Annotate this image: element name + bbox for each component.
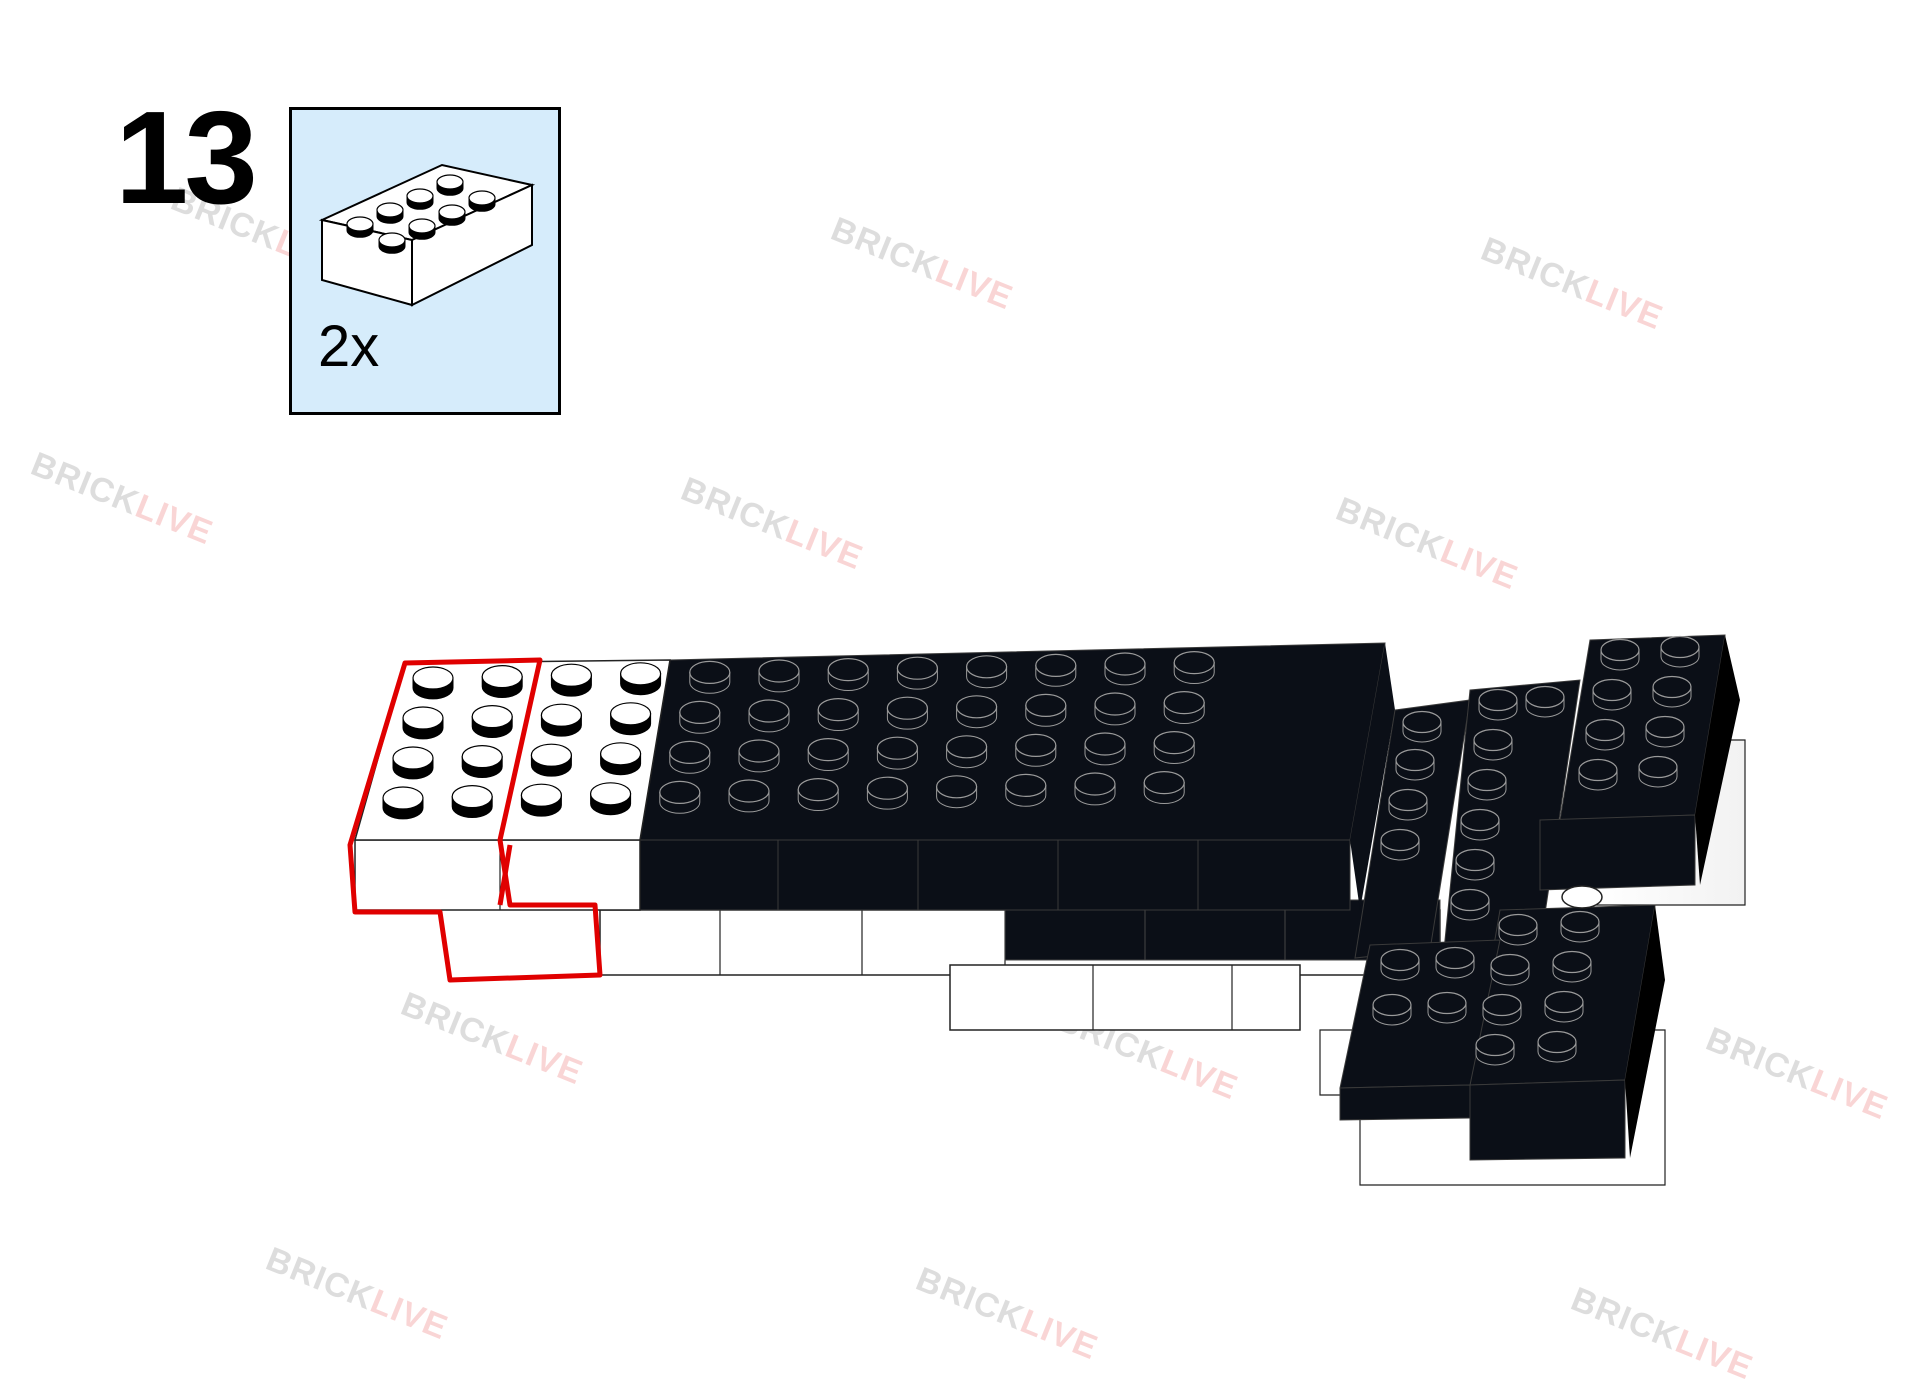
stud-top — [729, 780, 769, 802]
stud-top — [818, 699, 858, 721]
right-brick-cluster — [1340, 635, 1745, 1185]
stud-top — [1085, 733, 1125, 755]
stud-top — [621, 663, 661, 685]
stud-top — [1593, 680, 1631, 701]
stud-top — [601, 743, 641, 765]
stud-top — [551, 664, 591, 686]
stud-top — [1026, 694, 1066, 716]
stud-top — [1451, 890, 1489, 911]
stud-top — [828, 659, 868, 681]
stud-top — [1144, 772, 1184, 794]
stud-top — [541, 704, 581, 726]
stud-top — [1016, 734, 1056, 756]
stud-top — [1174, 652, 1214, 674]
stud-top — [1095, 693, 1135, 715]
stud-top — [1483, 995, 1521, 1016]
stud-top — [1579, 760, 1617, 781]
stud-top — [1476, 1035, 1514, 1056]
stud-top — [1491, 955, 1529, 976]
stud-top — [1553, 952, 1591, 973]
stud-top — [1545, 992, 1583, 1013]
stud-top — [462, 746, 502, 768]
stud-top — [877, 737, 917, 759]
stud-top — [1396, 750, 1434, 771]
stud-top — [897, 657, 937, 679]
stud-top — [937, 776, 977, 798]
stud-top — [1389, 790, 1427, 811]
stud-top — [1499, 915, 1537, 936]
stud-top — [452, 786, 492, 808]
stud-top — [1403, 712, 1441, 733]
stud-top — [759, 660, 799, 682]
stud-top — [1105, 653, 1145, 675]
stud-top — [521, 784, 561, 806]
stud-top — [1601, 640, 1639, 661]
stud-top — [383, 787, 423, 809]
stud-top — [472, 706, 512, 728]
stud-top — [1436, 948, 1474, 969]
stud-top — [798, 779, 838, 801]
stud-top — [690, 661, 730, 683]
stud-top — [1381, 830, 1419, 851]
stud-top — [403, 707, 443, 729]
stud-top — [1154, 732, 1194, 754]
stud-top — [1646, 717, 1684, 738]
stud-top — [591, 783, 631, 805]
stud-top — [670, 741, 710, 763]
stud-top — [1456, 850, 1494, 871]
stud-top — [1373, 995, 1411, 1016]
stud-top — [867, 777, 907, 799]
stud-top — [1164, 692, 1204, 714]
stud-top — [1461, 810, 1499, 831]
stud-top — [413, 667, 453, 689]
stud-top — [947, 736, 987, 758]
stud-top — [1075, 773, 1115, 795]
stud-top — [531, 744, 571, 766]
stud-top — [1653, 677, 1691, 698]
stud-top — [1561, 912, 1599, 933]
stud-top — [1538, 1032, 1576, 1053]
stud-top — [957, 696, 997, 718]
stud-top — [611, 703, 651, 725]
stud-top — [1428, 993, 1466, 1014]
stud-top — [967, 656, 1007, 678]
stud-top — [739, 740, 779, 762]
stud-top — [660, 781, 700, 803]
stud-top — [1474, 730, 1512, 751]
stud-top — [1639, 757, 1677, 778]
stud-top — [887, 697, 927, 719]
stud-top — [1381, 950, 1419, 971]
stud-top — [808, 739, 848, 761]
stud-top — [1479, 690, 1517, 711]
stud-top — [680, 701, 720, 723]
stud-top — [1586, 720, 1624, 741]
stud-top — [1526, 687, 1564, 708]
stud-top — [1468, 770, 1506, 791]
stud-top — [482, 666, 522, 688]
stud-top — [1006, 774, 1046, 796]
stud-top — [749, 700, 789, 722]
stud-top — [1036, 654, 1076, 676]
model-assembly — [0, 0, 1920, 1357]
stud-top — [393, 747, 433, 769]
stud-top — [1661, 637, 1699, 658]
